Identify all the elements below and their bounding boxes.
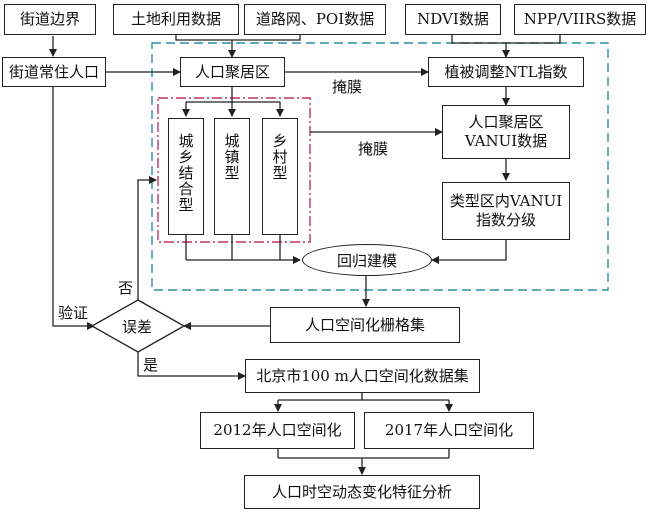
label-mask-1: 掩膜 — [332, 78, 363, 96]
node-village-type: 乡村型 — [262, 118, 298, 235]
node-vanui: 人口聚居区 VANUI数据 — [442, 105, 570, 159]
node-spatiotemporal-analysis: 人口时空动态变化特征分析 — [244, 475, 480, 509]
edge-pop-to-error — [52, 87, 95, 330]
label-verify: 验证 — [58, 304, 89, 322]
node-land-use: 土地利用数据 — [113, 4, 239, 35]
node-street-boundary: 街道边界 — [4, 4, 96, 35]
node-regression-modeling: 回归建模 — [302, 244, 432, 276]
edge-landuse-to-settlement — [175, 35, 232, 41]
classification-line-1: 类型区内VANUI — [449, 192, 563, 211]
node-urban-rural-type: 城乡结合型 — [168, 118, 204, 235]
edge-error-yes — [137, 352, 246, 380]
settlement-type-dashdot-region — [157, 97, 311, 243]
node-ntl-index: 植被调整NTL指数 — [428, 57, 584, 87]
urban-rural-label: 城乡结合型 — [176, 133, 195, 213]
node-vanui-classification: 类型区内VANUI 指数分级 — [442, 182, 570, 240]
node-settlement: 人口聚居区 — [180, 57, 285, 87]
study-area-dashed-region — [151, 42, 609, 291]
node-npp: NPP/VIIRS数据 — [514, 4, 646, 35]
label-mask-2: 掩膜 — [358, 140, 389, 158]
village-label: 乡村型 — [270, 133, 289, 181]
label-yes: 是 — [143, 356, 159, 374]
node-beijing-dataset: 北京市100 m人口空间化数据集 — [245, 359, 480, 393]
edge-class-to-regression — [431, 240, 507, 264]
edge-ndvi-to-ntl — [451, 35, 506, 44]
classification-line-2: 指数分级 — [475, 211, 536, 229]
town-label: 城镇型 — [222, 133, 241, 181]
node-road-poi: 道路网、POI数据 — [244, 4, 386, 35]
node-street-population: 街道常住人口 — [2, 57, 106, 87]
vanui-line-1: 人口聚居区 — [468, 113, 544, 132]
edge-npp-to-ntl — [506, 35, 561, 44]
error-decision-diamond — [90, 299, 186, 353]
vanui-line-2: VANUI数据 — [464, 132, 548, 150]
node-ndvi: NDVI数据 — [405, 4, 501, 35]
node-error-decision: 误差 — [122, 318, 153, 336]
node-town-type: 城镇型 — [214, 118, 250, 235]
label-no: 否 — [118, 279, 134, 297]
node-2017-spatialization: 2017年人口空间化 — [364, 412, 534, 449]
edge-error-no-loop — [137, 176, 157, 300]
node-population-raster-set: 人口空间化栅格集 — [270, 307, 460, 343]
edge-road-to-settlement — [232, 35, 301, 41]
node-2012-spatialization: 2012年人口空间化 — [200, 412, 355, 449]
